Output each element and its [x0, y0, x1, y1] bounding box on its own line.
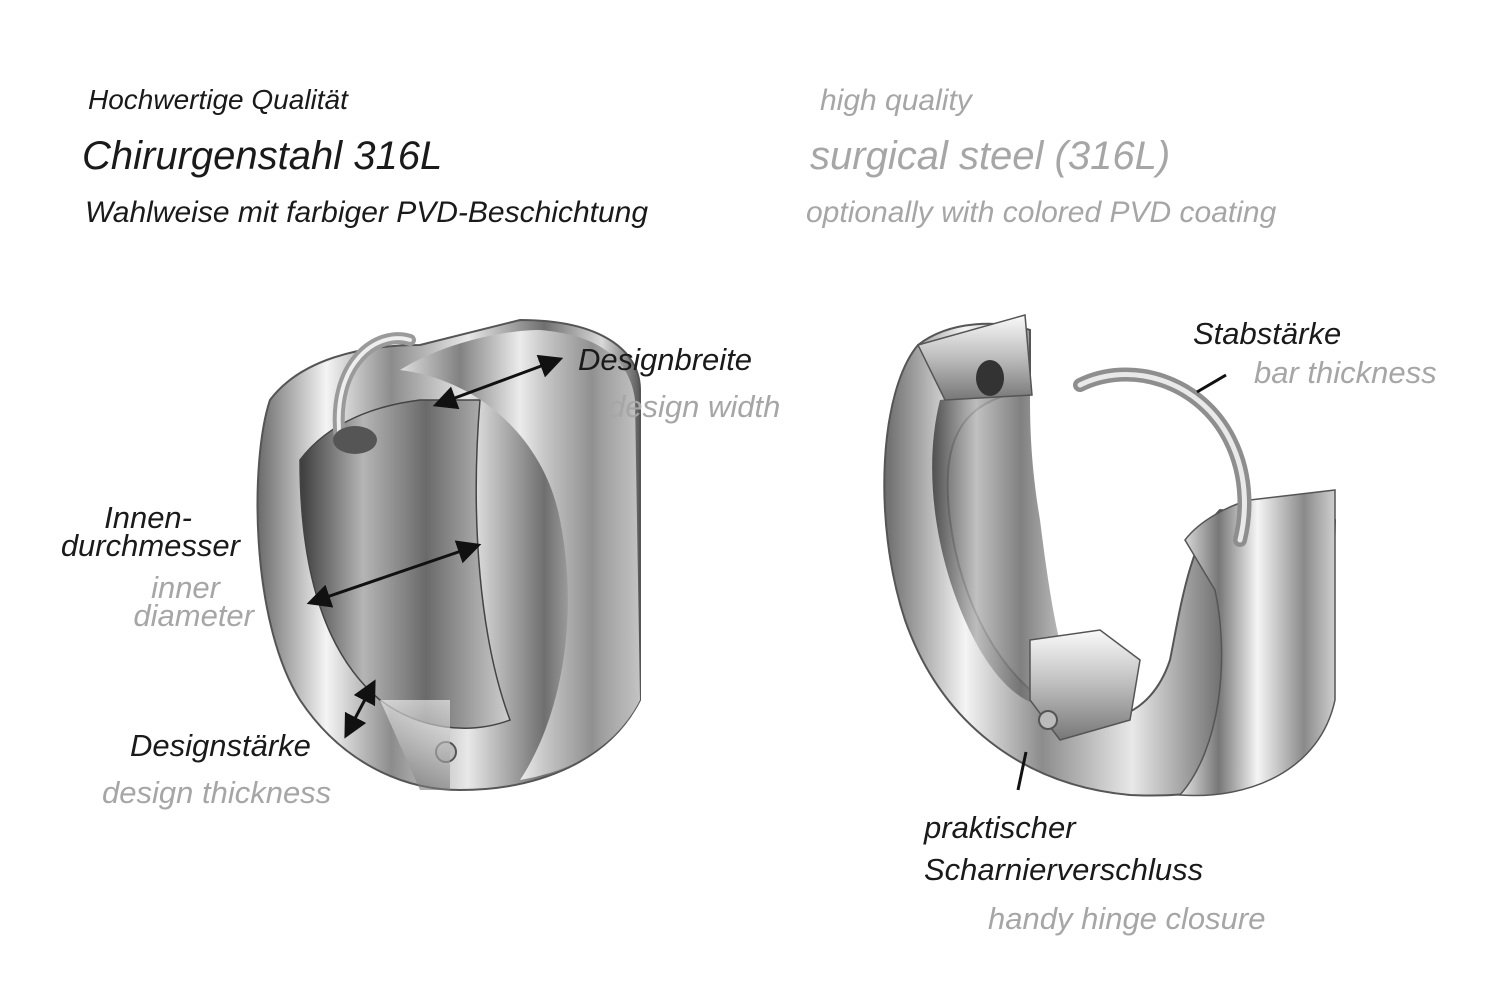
- design-thickness-arrow: [344, 679, 376, 739]
- header-de-quality: Hochwertige Qualität: [88, 84, 348, 115]
- inner-diameter-arrow: [306, 540, 482, 608]
- hinge-label-de-2: Scharnierverschluss: [924, 852, 1204, 887]
- bar-thickness-pointer: [1196, 373, 1227, 394]
- header-de-steel: Chirurgenstahl 316L: [82, 134, 443, 178]
- hinge-label-en: handy hinge closure: [988, 901, 1266, 936]
- design-thickness-label-de: Designstärke: [130, 728, 311, 763]
- header-en-quality: high quality: [820, 84, 972, 117]
- bar-thickness-label-de: Stabstärke: [1193, 316, 1342, 351]
- header-de-coating: Wahlweise mit farbiger PVD-Beschichtung: [85, 196, 649, 229]
- bar-thickness-label-en: bar thickness: [1254, 355, 1437, 390]
- header-en-coating: optionally with colored PVD coating: [806, 196, 1277, 229]
- inner-diameter-label-de-2: durchmesser: [60, 528, 240, 563]
- inner-diameter-label-en-1: inner: [151, 570, 220, 605]
- header-en-steel: surgical steel (316L): [810, 134, 1171, 178]
- inner-diameter-label-de-1: Innen-: [104, 500, 192, 535]
- design-thickness-label-en: design thickness: [102, 775, 332, 810]
- design-width-label-de: Designbreite: [578, 342, 753, 377]
- right-earring-image: [883, 314, 1337, 797]
- hinge-pointer: [1016, 751, 1028, 791]
- design-width-arrow: [432, 354, 564, 410]
- design-width-label-en: design width: [608, 389, 781, 424]
- inner-diameter-label-en-2: diameter: [133, 598, 254, 633]
- hinge-label-de-1: praktischer: [924, 810, 1076, 845]
